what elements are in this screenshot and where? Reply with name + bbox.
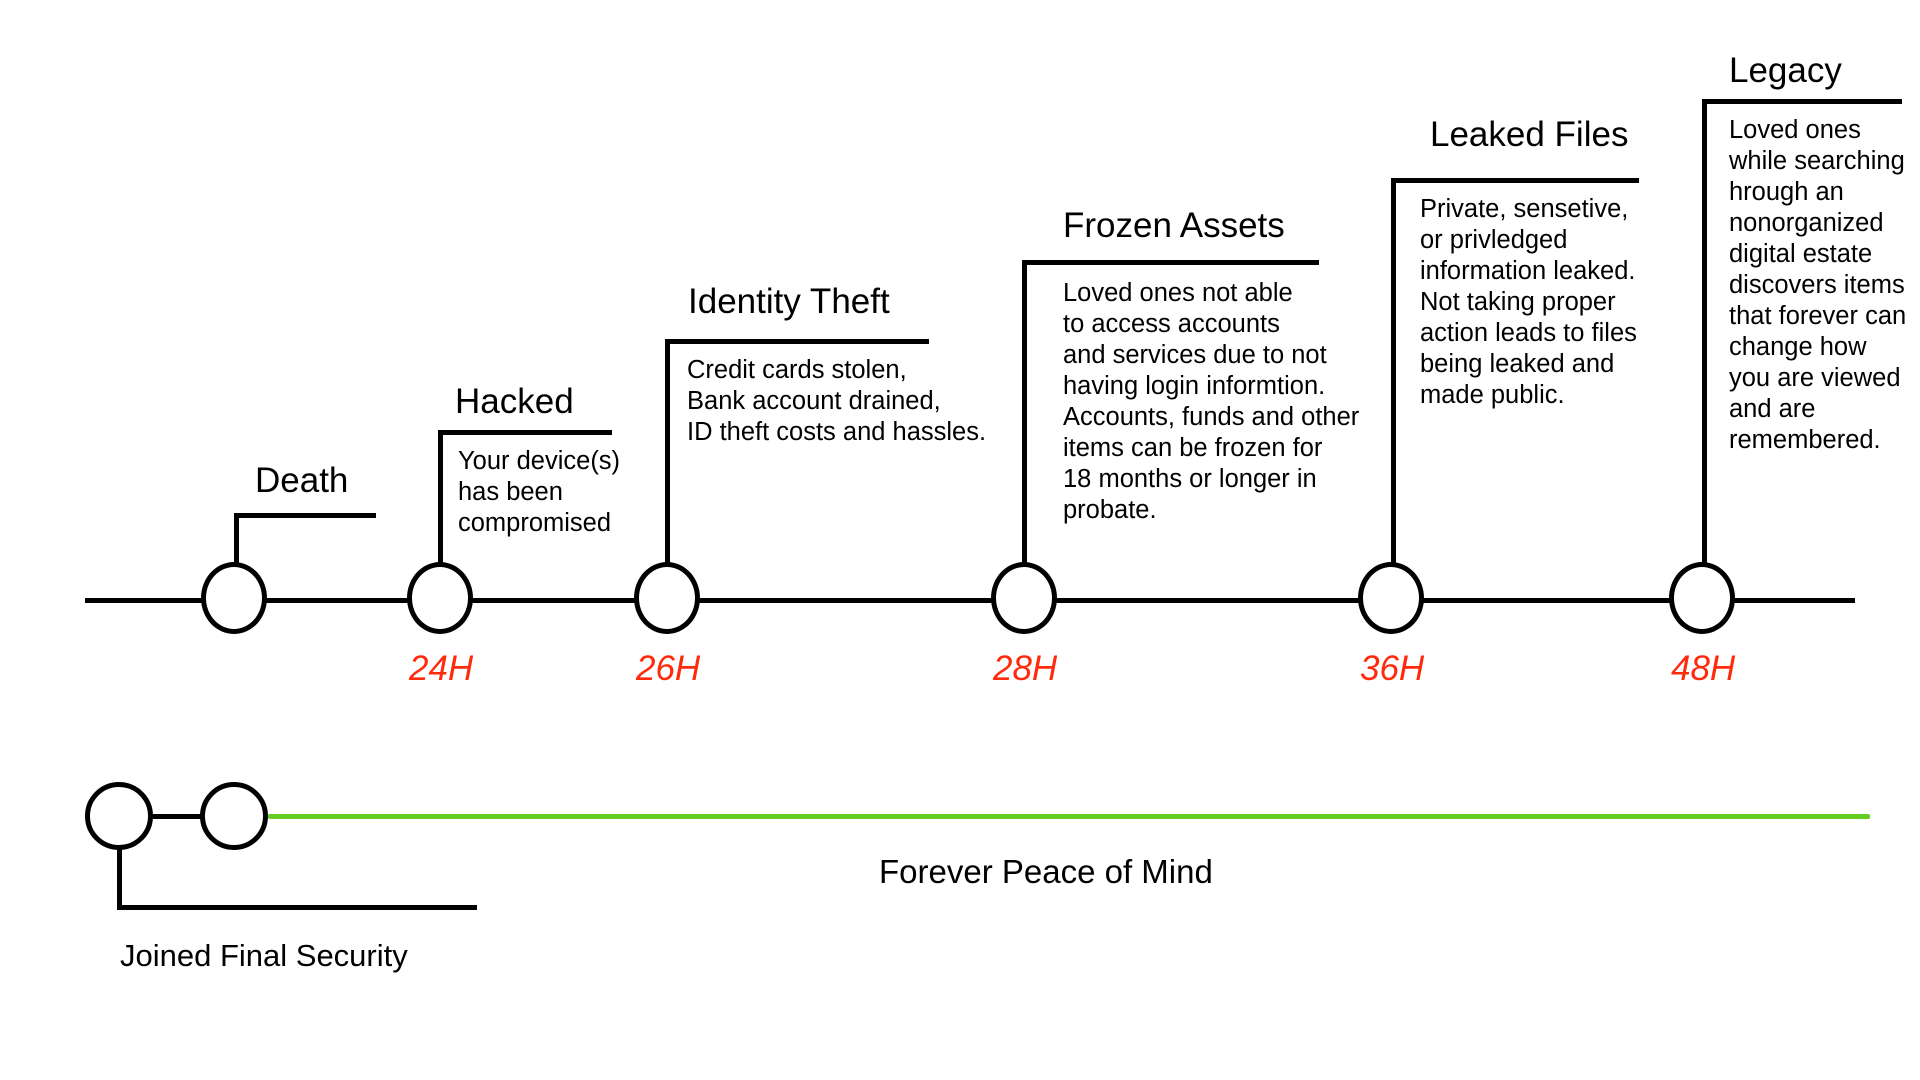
callout-hacked-bracket-stem — [438, 430, 443, 585]
callout-legacy-body: Loved ones while searching hrough an non… — [1729, 116, 1907, 454]
callout-leaked-files-title: Leaked Files — [1430, 115, 1629, 154]
callout-hacked-bracket-top — [438, 430, 612, 435]
callout-frozen-assets-bracket-stem — [1022, 260, 1027, 585]
callout-legacy-bracket-stem — [1702, 99, 1707, 585]
callout-death-bracket-top — [234, 513, 376, 518]
callout-leaked-files-bracket-top — [1391, 178, 1639, 183]
forever-peace-line — [268, 814, 1870, 819]
timeline-node-identity-theft[interactable] — [634, 562, 700, 634]
timeline-node-leaked-files[interactable] — [1358, 562, 1424, 634]
callout-frozen-assets-body: Loved ones not able to access accounts a… — [1063, 279, 1360, 524]
safe-path-node-primary[interactable] — [85, 782, 153, 850]
hour-label-28h: 28H — [993, 649, 1058, 688]
safe-path-bracket-bottom — [117, 905, 477, 910]
safe-path-node-secondary[interactable] — [200, 782, 268, 850]
callout-death-bracket-stem — [234, 513, 239, 585]
hour-label-26h: 26H — [636, 649, 701, 688]
callout-legacy-bracket-top — [1702, 99, 1902, 104]
callout-hacked-body: Your device(s) has been compromised — [458, 447, 621, 537]
callout-identity-theft-bracket-top — [665, 339, 929, 344]
callout-hacked-title: Hacked — [455, 382, 574, 421]
callout-leaked-files-body: Private, sensetive, or privledged inform… — [1420, 195, 1637, 409]
callout-death-title: Death — [255, 461, 349, 500]
callout-frozen-assets-title: Frozen Assets — [1063, 206, 1285, 245]
callout-identity-theft-bracket-stem — [665, 339, 670, 585]
callout-frozen-assets-bracket-top — [1022, 260, 1319, 265]
timeline-node-hacked[interactable] — [407, 562, 473, 634]
timeline-axis — [85, 598, 1855, 603]
forever-peace-label: Forever Peace of Mind — [879, 853, 1213, 890]
safe-path-connector — [150, 814, 205, 819]
hour-label-48h: 48H — [1671, 649, 1736, 688]
callout-identity-theft-title: Identity Theft — [688, 282, 890, 321]
callout-identity-theft-body: Credit cards stolen, Bank account draine… — [687, 356, 987, 446]
timeline-node-death[interactable] — [201, 562, 267, 634]
callout-leaked-files-bracket-stem — [1391, 178, 1396, 585]
timeline-node-legacy[interactable] — [1669, 562, 1735, 634]
hour-label-36h: 36H — [1360, 649, 1425, 688]
safe-path-bracket-stem — [117, 846, 122, 910]
hour-label-24h: 24H — [409, 649, 474, 688]
safe-path-label: Joined Final Security — [120, 938, 408, 973]
callout-legacy-title: Legacy — [1729, 51, 1842, 90]
timeline-node-frozen-assets[interactable] — [991, 562, 1057, 634]
